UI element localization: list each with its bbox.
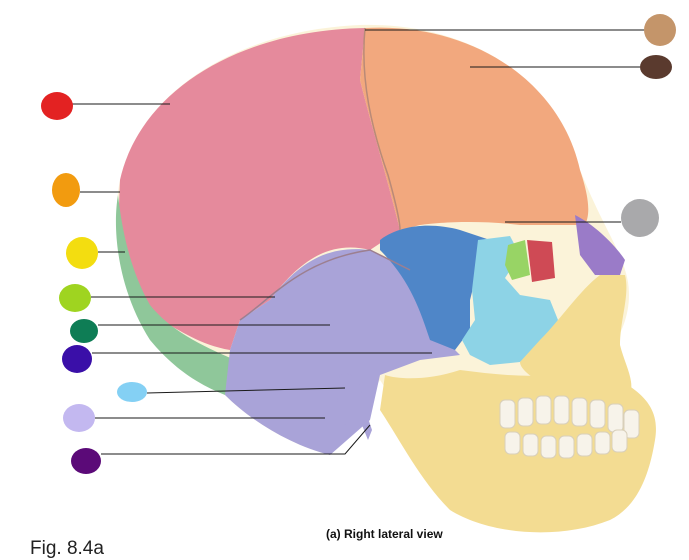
marker-blue-violet[interactable] xyxy=(62,345,92,373)
color-markers xyxy=(41,14,676,474)
skull-illustration xyxy=(115,24,656,533)
marker-lavender[interactable] xyxy=(63,404,95,432)
sphenoid-bone xyxy=(380,225,490,350)
tooth xyxy=(611,429,628,453)
marker-light-blue[interactable] xyxy=(117,382,147,402)
tooth xyxy=(571,397,588,427)
marker-green[interactable] xyxy=(70,319,98,343)
ethmoid-bone xyxy=(527,240,555,282)
marker-lime[interactable] xyxy=(59,284,91,312)
maxilla-bone xyxy=(520,275,632,395)
tooth xyxy=(504,431,521,455)
tooth xyxy=(576,433,593,457)
figure-label: Fig. 8.4a xyxy=(30,538,104,559)
tooth xyxy=(517,397,534,427)
occipital-bone xyxy=(115,195,235,395)
zygomatic-bone xyxy=(462,236,558,365)
marker-orange[interactable] xyxy=(52,173,80,207)
marker-yellow[interactable] xyxy=(66,237,98,269)
nasal-bone xyxy=(575,215,625,275)
tooth xyxy=(499,399,516,429)
tooth xyxy=(607,403,624,433)
frontal-bone xyxy=(360,27,589,231)
tooth xyxy=(553,395,570,425)
marker-purple[interactable] xyxy=(71,448,101,474)
tooth xyxy=(535,395,552,425)
teeth xyxy=(499,395,640,459)
tooth xyxy=(522,433,539,457)
tooth xyxy=(589,399,606,429)
diagram-caption: (a) Right lateral view xyxy=(326,527,443,541)
parietal-bone xyxy=(118,28,400,350)
leader-lines xyxy=(72,29,645,455)
marker-gray[interactable] xyxy=(621,199,659,237)
marker-dark-brown[interactable] xyxy=(640,55,672,79)
marker-red[interactable] xyxy=(41,92,73,120)
lacrimal-bone xyxy=(505,240,530,280)
tooth xyxy=(558,435,575,459)
squamous-suture xyxy=(239,249,411,321)
styloid-process xyxy=(356,400,372,440)
tooth xyxy=(594,431,611,455)
tooth xyxy=(623,409,640,439)
marker-tan[interactable] xyxy=(644,14,676,46)
coronal-suture xyxy=(363,27,401,231)
marker-light-blue-leader-line xyxy=(146,387,346,394)
temporal-bone xyxy=(225,249,460,455)
mastoid-process xyxy=(337,373,362,425)
marker-purple-leader-line xyxy=(101,424,371,455)
tooth xyxy=(540,435,557,459)
